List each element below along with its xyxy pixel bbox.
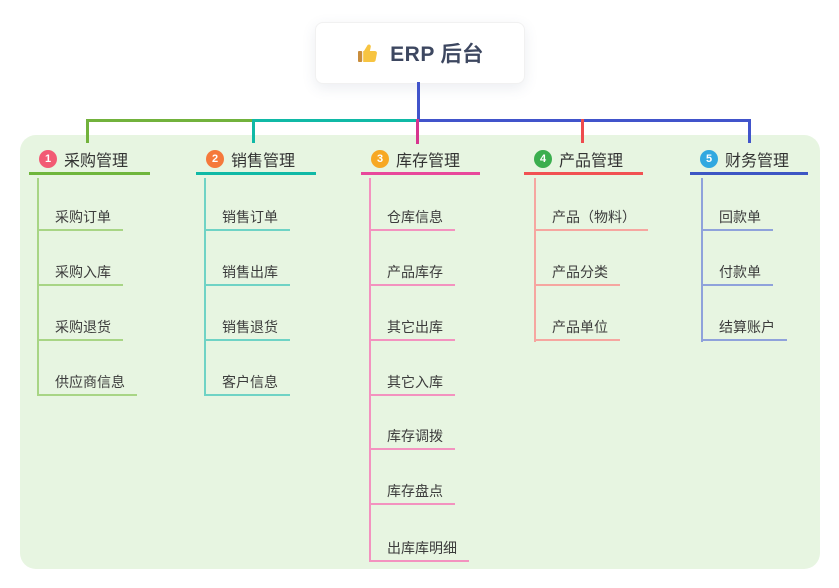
branch-title-finance[interactable]: 5 财务管理 <box>690 146 808 175</box>
branch-label: 采购管理 <box>64 153 129 170</box>
child-label: 采购订单 <box>55 209 111 225</box>
child-label: 采购退货 <box>55 319 111 335</box>
branch-number-badge: 3 <box>371 150 389 168</box>
child-node[interactable]: 回款单 <box>701 201 773 231</box>
branch-title-purchase[interactable]: 1 采购管理 <box>29 146 150 175</box>
child-label: 客户信息 <box>222 374 278 390</box>
branches-panel <box>20 135 820 569</box>
connector-drop-1 <box>86 119 89 143</box>
child-node[interactable]: 结算账户 <box>701 311 787 341</box>
branch-spine <box>701 178 703 342</box>
child-label: 库存调拨 <box>387 428 443 444</box>
child-label: 产品单位 <box>552 319 608 335</box>
child-node[interactable]: 出库库明细 <box>369 532 469 562</box>
branch-number-badge: 2 <box>206 150 224 168</box>
child-node[interactable]: 销售订单 <box>204 201 290 231</box>
child-node[interactable]: 采购入库 <box>37 256 123 286</box>
child-node[interactable]: 其它入库 <box>369 366 455 396</box>
branch-label: 财务管理 <box>725 153 790 170</box>
branch-number-badge: 1 <box>39 150 57 168</box>
branch-spine <box>37 178 39 396</box>
child-label: 供应商信息 <box>55 374 125 390</box>
connector-drop-5 <box>748 119 751 143</box>
root-node[interactable]: ERP 后台 <box>315 22 525 84</box>
connector-segment-teal <box>254 119 418 122</box>
thumbs-up-icon <box>358 44 378 62</box>
child-node[interactable]: 客户信息 <box>204 366 290 396</box>
child-node[interactable]: 付款单 <box>701 256 773 286</box>
connector-root-stem <box>417 82 420 120</box>
branch-title-sales[interactable]: 2 销售管理 <box>196 146 316 175</box>
child-node[interactable]: 采购订单 <box>37 201 123 231</box>
child-node[interactable]: 产品单位 <box>534 311 620 341</box>
child-label: 回款单 <box>719 209 761 225</box>
child-label: 其它出库 <box>387 319 443 335</box>
connector-segment-green <box>86 119 255 122</box>
child-node[interactable]: 产品库存 <box>369 256 455 286</box>
child-label: 产品（物料） <box>552 209 636 225</box>
child-label: 采购入库 <box>55 264 111 280</box>
child-node[interactable]: 供应商信息 <box>37 366 137 396</box>
child-label: 出库库明细 <box>387 540 457 556</box>
branch-number-badge: 4 <box>534 150 552 168</box>
child-label: 产品库存 <box>387 264 443 280</box>
branch-number-badge: 5 <box>700 150 718 168</box>
branch-spine <box>369 178 371 562</box>
child-node[interactable]: 仓库信息 <box>369 201 455 231</box>
branch-spine <box>534 178 536 342</box>
connector-drop-3 <box>416 119 419 144</box>
child-label: 仓库信息 <box>387 209 443 225</box>
child-node[interactable]: 其它出库 <box>369 311 455 341</box>
branch-title-product[interactable]: 4 产品管理 <box>524 146 643 175</box>
connector-drop-4 <box>581 119 584 143</box>
branch-label: 产品管理 <box>559 153 624 170</box>
child-node[interactable]: 库存调拨 <box>369 420 455 450</box>
branch-label: 库存管理 <box>396 153 461 170</box>
child-label: 销售订单 <box>222 209 278 225</box>
branch-title-inventory[interactable]: 3 库存管理 <box>361 146 480 175</box>
child-label: 销售退货 <box>222 319 278 335</box>
child-label: 结算账户 <box>719 319 775 335</box>
child-node[interactable]: 销售出库 <box>204 256 290 286</box>
child-node[interactable]: 销售退货 <box>204 311 290 341</box>
child-node[interactable]: 产品分类 <box>534 256 620 286</box>
child-node[interactable]: 采购退货 <box>37 311 123 341</box>
child-label: 其它入库 <box>387 374 443 390</box>
child-label: 销售出库 <box>222 264 278 280</box>
connector-segment-blue <box>418 119 751 122</box>
root-label: ERP 后台 <box>390 43 484 66</box>
connector-drop-2 <box>252 119 255 143</box>
child-node[interactable]: 产品（物料） <box>534 201 648 231</box>
child-label: 库存盘点 <box>387 483 443 499</box>
child-label: 付款单 <box>719 264 761 280</box>
child-label: 产品分类 <box>552 264 608 280</box>
branch-label: 销售管理 <box>231 153 296 170</box>
child-node[interactable]: 库存盘点 <box>369 475 455 505</box>
branch-spine <box>204 178 206 396</box>
